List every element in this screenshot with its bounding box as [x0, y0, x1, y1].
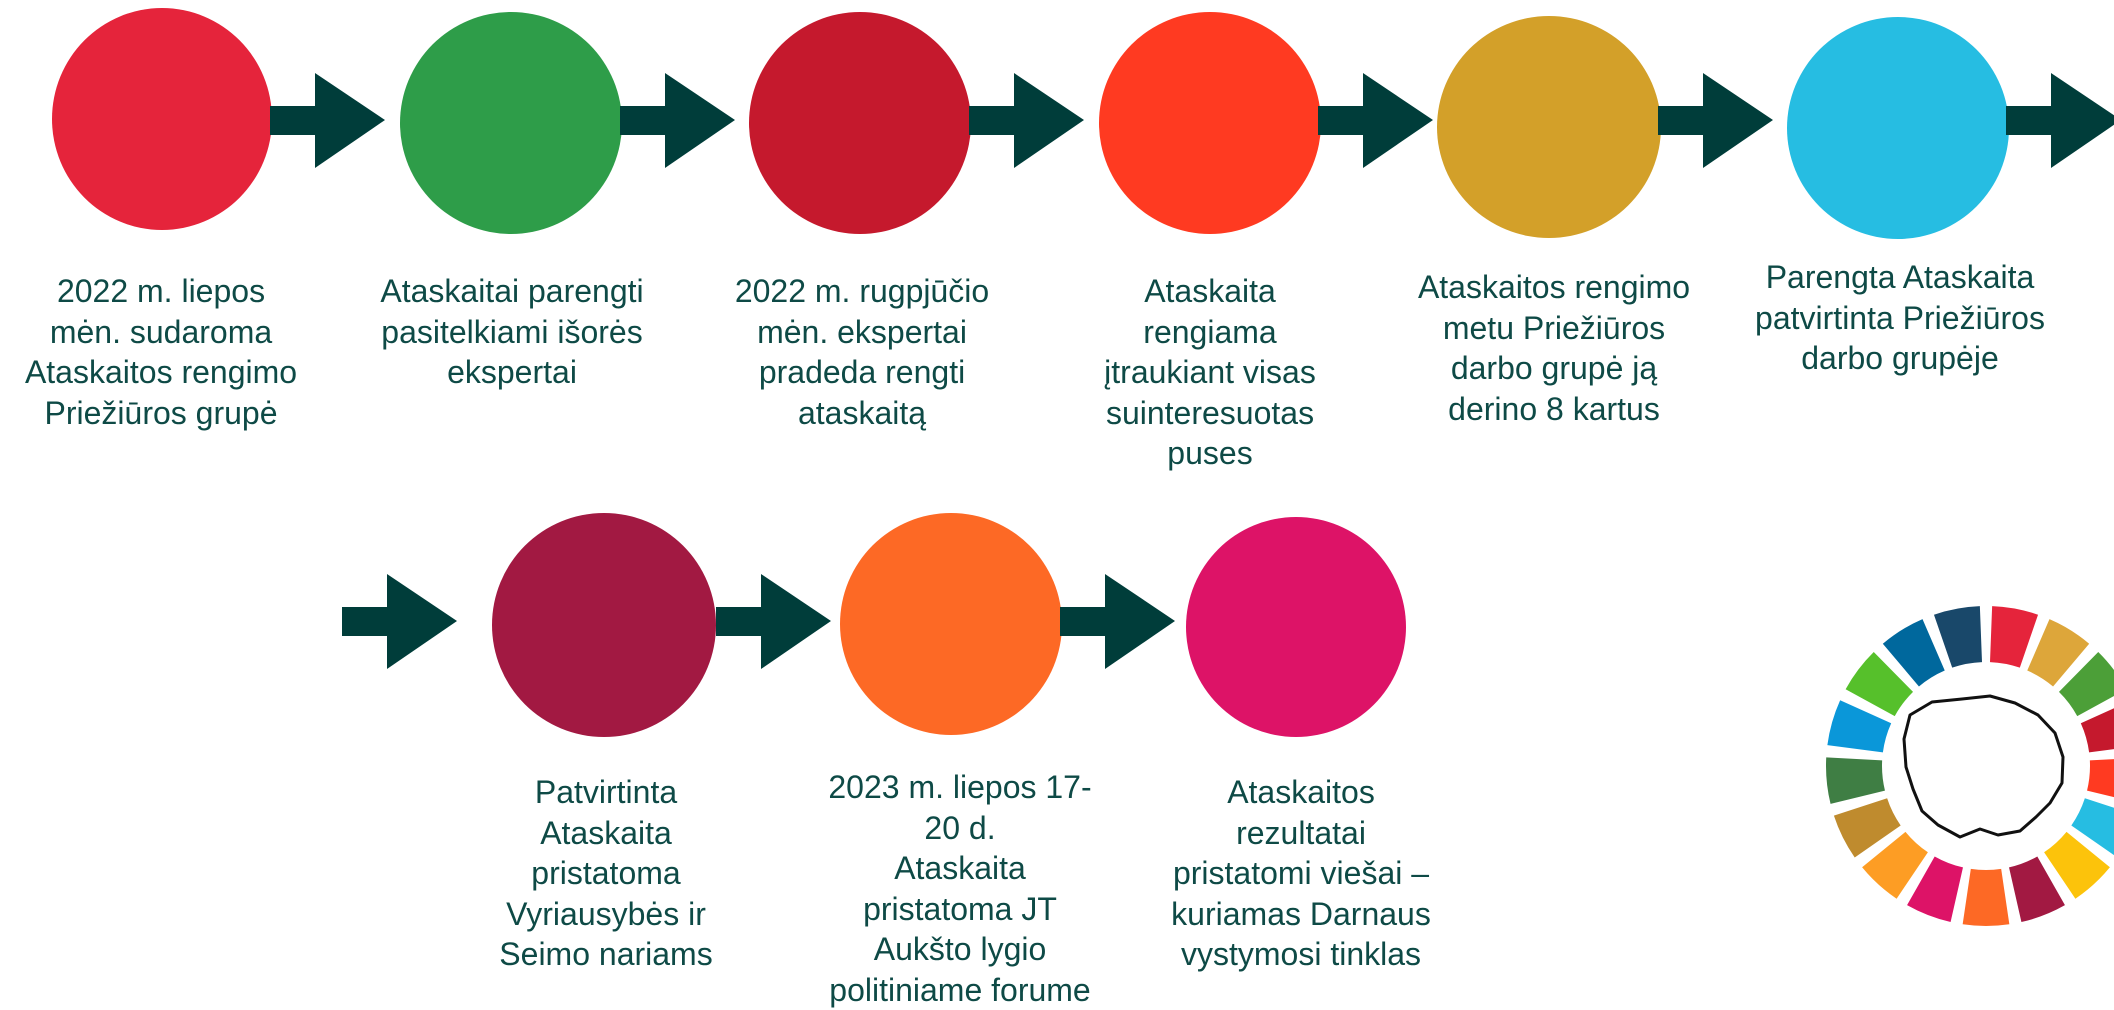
step-9-circle: [1186, 517, 1406, 737]
step-3-circle: [749, 12, 971, 234]
sdg-segment-13: [1826, 757, 1885, 804]
arrow-6-continue: [2006, 73, 2114, 168]
sdg-segment-12: [1833, 798, 1901, 858]
step-5-circle: [1437, 16, 1661, 238]
sdg-segment-14: [1827, 700, 1892, 753]
sdg-segment-4: [2080, 708, 2114, 753]
arrow-4-to-5: [1318, 73, 1433, 168]
lithuania-map-icon: [1902, 694, 2065, 839]
step-1-circle: [52, 8, 272, 230]
step-2-circle: [400, 12, 622, 234]
sdg-wheel-logo: [1810, 563, 2114, 1008]
sdg-segment-11: [1862, 831, 1928, 899]
sdg-segment-10: [1907, 856, 1963, 923]
sdg-segment-2: [2027, 619, 2090, 687]
arrow-1-to-2: [270, 73, 385, 168]
arrow-row2-start: [342, 574, 457, 669]
arrow-3-to-4: [969, 73, 1084, 168]
sdg-segment-9: [1962, 868, 2010, 926]
sdg-segment-17: [1933, 606, 1983, 668]
step-7-circle: [492, 513, 716, 737]
sdg-segment-7: [2044, 831, 2110, 899]
sdg-segment-5: [2087, 759, 2114, 798]
sdg-segment-8: [2009, 856, 2065, 923]
sdg-segment-1: [1989, 606, 2039, 668]
step-4-circle: [1099, 12, 1321, 234]
step-6-circle: [1787, 17, 2009, 239]
sdg-segment-16: [1882, 619, 1945, 687]
arrow-5-to-6: [1658, 73, 1773, 168]
step-8-circle: [840, 513, 1062, 735]
arrow-2-to-3: [620, 73, 735, 168]
arrow-7-to-8: [716, 574, 831, 669]
sdg-segment-6: [2071, 798, 2114, 856]
sdg-segment-3: [2058, 651, 2114, 717]
arrow-8-to-9: [1060, 574, 1175, 669]
sdg-segment-15: [1845, 651, 1914, 717]
sdg-wheel-segments: [1826, 606, 2114, 926]
